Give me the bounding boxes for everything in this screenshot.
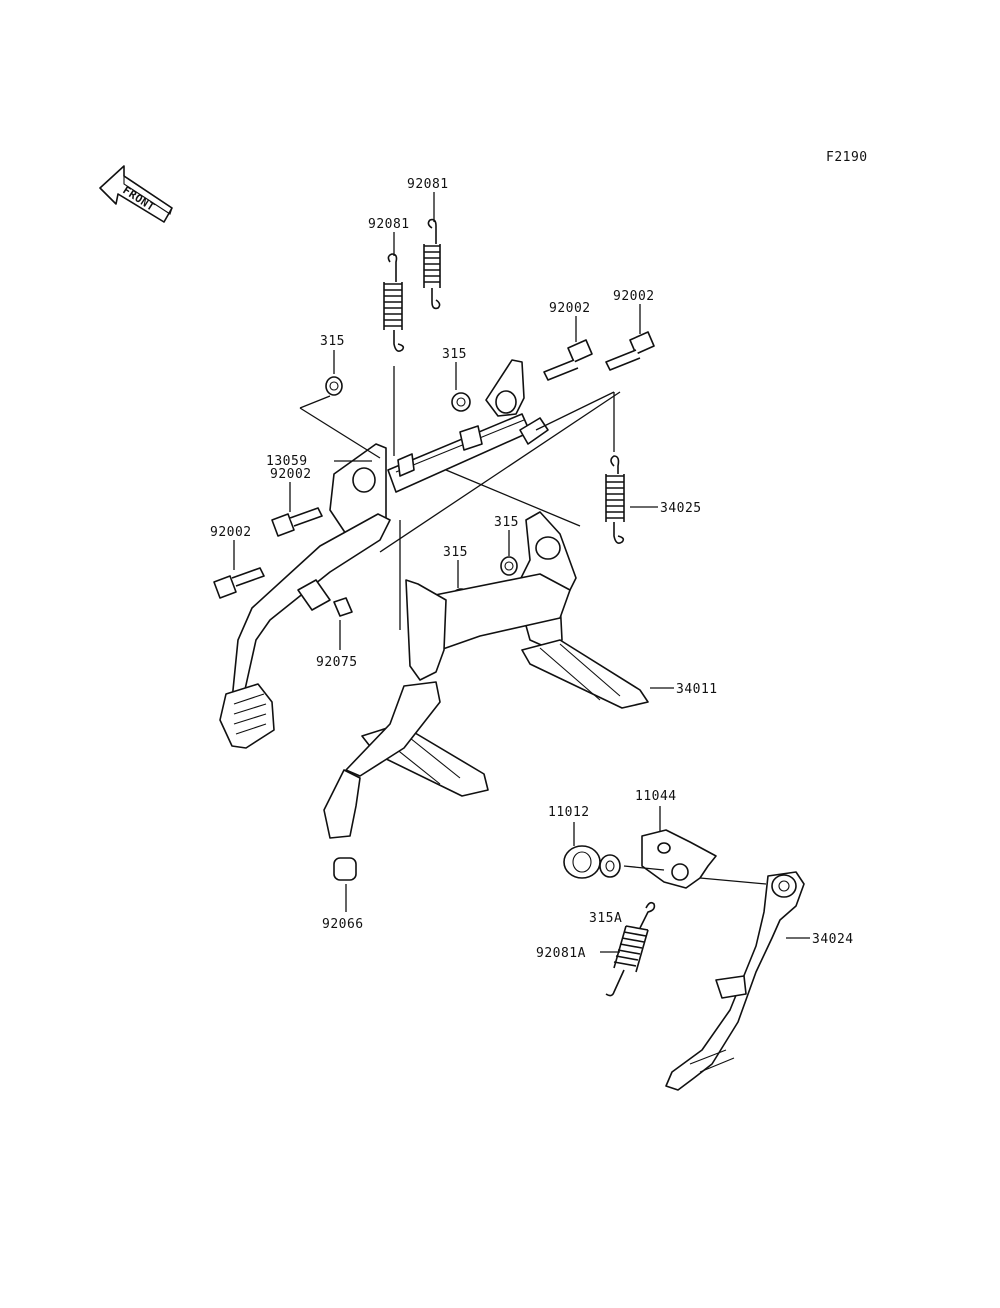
- label-11012: 11012: [548, 805, 590, 820]
- bolt-92002-c: [271, 507, 323, 537]
- side-stand-34024: [665, 871, 805, 1091]
- bolt-92075: [297, 579, 353, 617]
- label-11044: 11044: [635, 789, 677, 804]
- label-92002-b: 92002: [613, 289, 655, 304]
- label-34011: 34011: [676, 682, 718, 697]
- bolt-92002-a: [543, 339, 593, 381]
- main-stand-34011: [323, 511, 649, 839]
- collar-small: [599, 854, 621, 878]
- label-92066: 92066: [322, 917, 364, 932]
- label-92002-d: 92002: [210, 525, 252, 540]
- label-13059: 13059: [266, 454, 308, 469]
- label-34025: 34025: [660, 501, 702, 516]
- figure-code: F2190: [826, 150, 868, 165]
- label-92081-left: 92081: [368, 217, 410, 232]
- stand-pivot-assembly: [329, 359, 549, 541]
- nut-315-left: [325, 376, 343, 396]
- switch-bracket-11044: [641, 829, 717, 889]
- spring-92081A: [605, 901, 656, 997]
- label-92081-top: 92081: [407, 177, 449, 192]
- spring-34025: [605, 455, 625, 544]
- label-315-low: 315: [443, 545, 468, 560]
- label-315-mid: 315: [442, 347, 467, 362]
- label-315-left: 315: [320, 334, 345, 349]
- label-92081A: 92081A: [536, 946, 586, 961]
- label-315A: 315A: [589, 911, 622, 926]
- rubber-11012: [563, 845, 601, 879]
- spring-92081-left: [383, 253, 405, 352]
- label-92002-a: 92002: [549, 301, 591, 316]
- nut-315-mid: [451, 392, 471, 412]
- label-315-right: 315: [494, 515, 519, 530]
- front-arrow-icon: FRONT: [99, 165, 173, 223]
- nut-315-right: [500, 556, 518, 576]
- label-34024: 34024: [812, 932, 854, 947]
- label-92002-c: 92002: [270, 467, 312, 482]
- spring-92081-top: [423, 218, 441, 310]
- cap-92066: [333, 857, 357, 881]
- pedal-arm: [219, 513, 391, 749]
- bolt-92002-b: [605, 331, 655, 371]
- label-92075: 92075: [316, 655, 358, 670]
- bolt-92002-d: [213, 567, 265, 599]
